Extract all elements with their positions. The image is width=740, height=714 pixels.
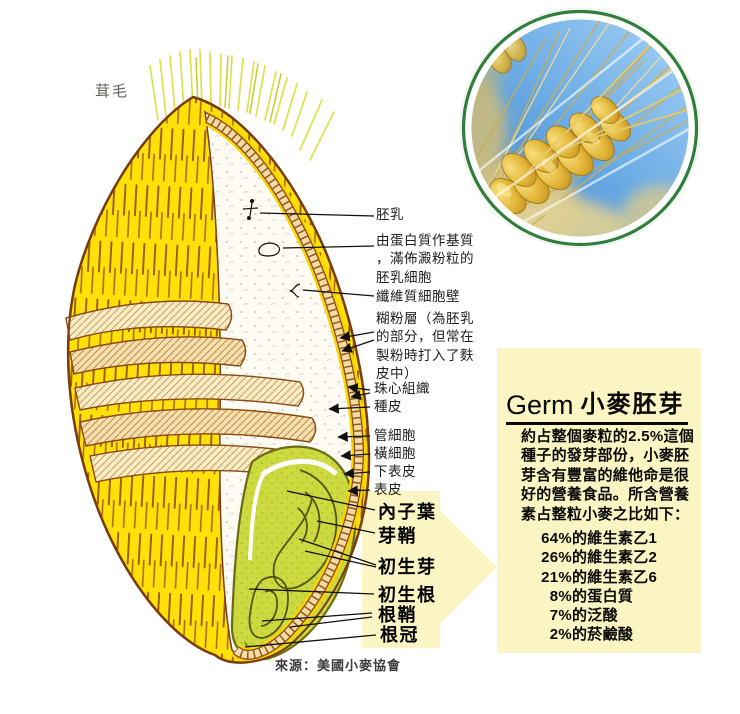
label-hypodermis: 下表皮 [374, 464, 416, 479]
wheat-ear [477, 31, 632, 214]
germ-pointer-arrow [362, 491, 497, 648]
label-plumule: 初生芽 [378, 557, 437, 577]
label-endosperm-cells: 由蛋白質作基質，滿佈澱粉粒的胚乳細胞 [376, 233, 474, 285]
nutrient-value: 26% [541, 549, 572, 567]
label-brush-hairs: 茸毛 [95, 83, 130, 100]
wheat-kernel-illustration [65, 49, 371, 664]
nutrient-label: 的維生素乙6 [572, 568, 658, 586]
nutrient-list: 64% 的維生素乙1 26% 的維生素乙2 21% 的維生素乙6 8% 的蛋白質… [538, 529, 657, 645]
nutrient-label: 的蛋白質 [572, 587, 634, 605]
nutrient-row: 7% 的泛酸 [538, 606, 657, 625]
label-seed-coat: 種皮 [374, 399, 402, 414]
germ-description: 約占整個麥粒的2.5%這個種子的發芽部份，小麥胚芽含有豐富的維他命是很好的營養食… [521, 428, 695, 523]
nutrient-label: 的泛酸 [572, 607, 618, 625]
nutrient-row: 21% 的維生素乙6 [538, 568, 657, 587]
label-aleurone-layer: 糊粉層（為胚乳的部分，但常在製粉時打入了麩皮中） [376, 311, 474, 382]
nutrient-row: 2% 的菸鹼酸 [538, 625, 657, 644]
nutrient-value: 21% [541, 568, 572, 586]
label-cross-cells: 橫細胞 [374, 446, 416, 461]
label-primary-root: 初生根 [378, 585, 437, 605]
nutrient-row: 26% 的維生素乙2 [538, 548, 657, 567]
label-tube-cells: 管細胞 [374, 428, 416, 443]
germ-panel-heading: Germ 小麥胚芽 [506, 386, 688, 425]
brush-hairs [149, 49, 335, 161]
endosperm-cell-sketches [242, 199, 301, 298]
wheat-field-photo [459, 7, 701, 249]
label-root-cap: 根冠 [380, 625, 419, 645]
label-coleoptile: 芽鞘 [378, 526, 417, 546]
nutrient-value: 8% [549, 587, 572, 605]
nutrient-row: 64% 的維生素乙1 [538, 529, 657, 548]
nutrient-value: 64% [541, 530, 572, 547]
nutrient-label: 的菸鹼酸 [572, 626, 634, 644]
nutrient-label: 的維生素乙1 [572, 530, 658, 547]
source-attribution: 來源：美國小麥協會 [275, 658, 402, 673]
germ-heading-zh: 小麥胚芽 [580, 391, 685, 418]
germ-heading-en: Germ [506, 390, 574, 420]
germ-info-panel: Germ 小麥胚芽 約占整個麥粒的2.5%這個種子的發芽部份，小麥胚芽含有豐富的… [497, 348, 701, 653]
label-endosperm: 胚乳 [376, 207, 404, 222]
photo-inner-ring [464, 12, 696, 244]
label-root-sheath: 根鞘 [378, 605, 417, 625]
nutrient-value: 2% [549, 626, 572, 644]
leader-lines [244, 212, 377, 648]
nutrient-value: 7% [549, 607, 572, 625]
label-fiber-cell-wall: 纖維質細胞壁 [376, 289, 460, 304]
label-scutellum: 內子葉 [378, 502, 437, 522]
nutrient-label: 的維生素乙2 [572, 549, 658, 567]
label-nucellar-tissue: 珠心組織 [374, 381, 430, 396]
photo-green-ring [461, 9, 699, 247]
label-epidermis: 表皮 [374, 482, 402, 497]
nutrient-row: 8% 的蛋白質 [538, 587, 657, 606]
aleurone-bead-band [203, 111, 367, 663]
